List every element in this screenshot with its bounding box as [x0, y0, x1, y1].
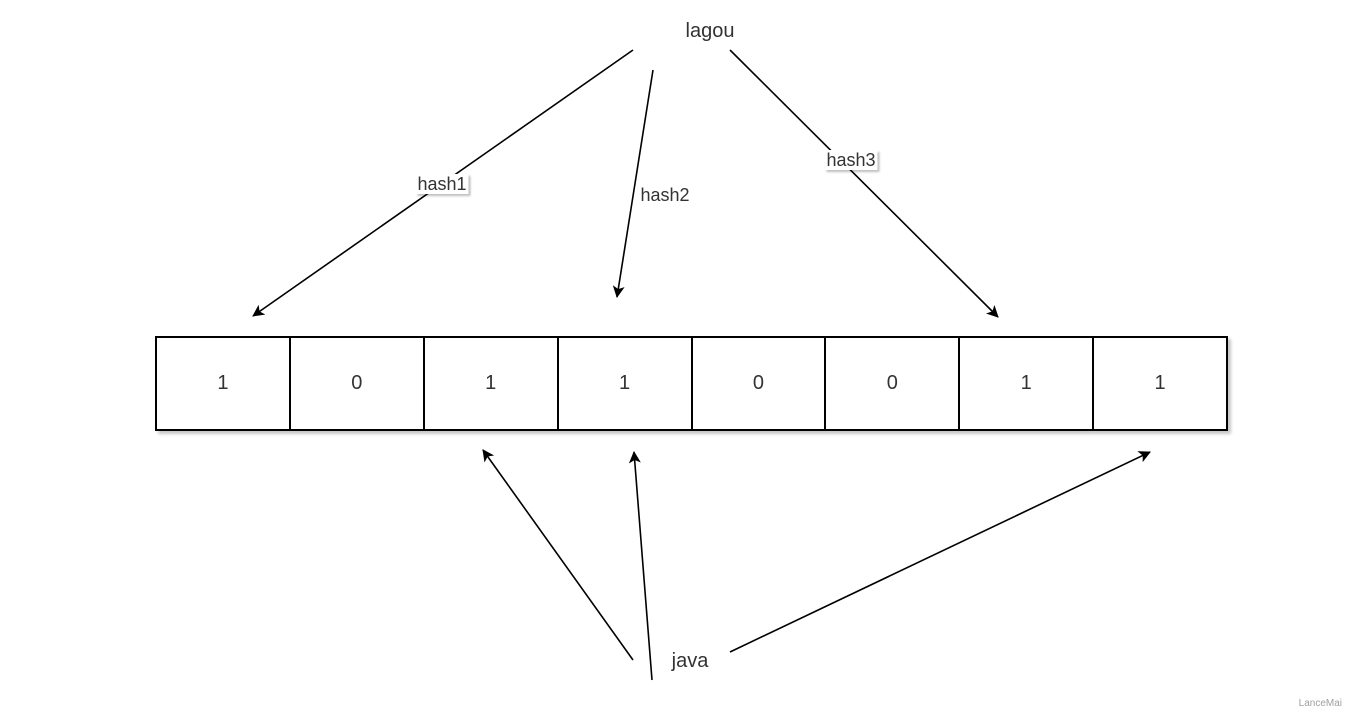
- bit-cell-4: 1: [559, 338, 693, 429]
- bit-array: 1 0 1 1 0 0 1 1: [155, 336, 1228, 431]
- hash2-label: hash2: [638, 185, 692, 205]
- hash1-label: hash1: [415, 174, 469, 194]
- bit-cell-8: 1: [1154, 372, 1166, 394]
- bit-cell-7: 1: [960, 338, 1095, 429]
- bottom-word-label: java: [671, 650, 709, 672]
- watermark: LanceMai: [1298, 698, 1342, 709]
- edge-java-cell3-arrow: [482, 449, 634, 661]
- bit-cell-6: 0: [826, 338, 961, 429]
- bit-cell-2: 0: [291, 338, 425, 429]
- edge-hash3-arrow: [729, 49, 999, 318]
- edge-java-cell4-arrow: [628, 451, 653, 681]
- bit-cell-5: 0: [693, 338, 827, 429]
- edge-java-cell8-arrow: [729, 451, 1151, 653]
- bit-cell-3: 1: [425, 338, 559, 429]
- bit-cell-1: 1: [157, 338, 291, 429]
- edge-hash2-arrow: [612, 69, 654, 298]
- hash3-label: hash3: [824, 150, 878, 170]
- top-word-label: lagou: [685, 20, 735, 42]
